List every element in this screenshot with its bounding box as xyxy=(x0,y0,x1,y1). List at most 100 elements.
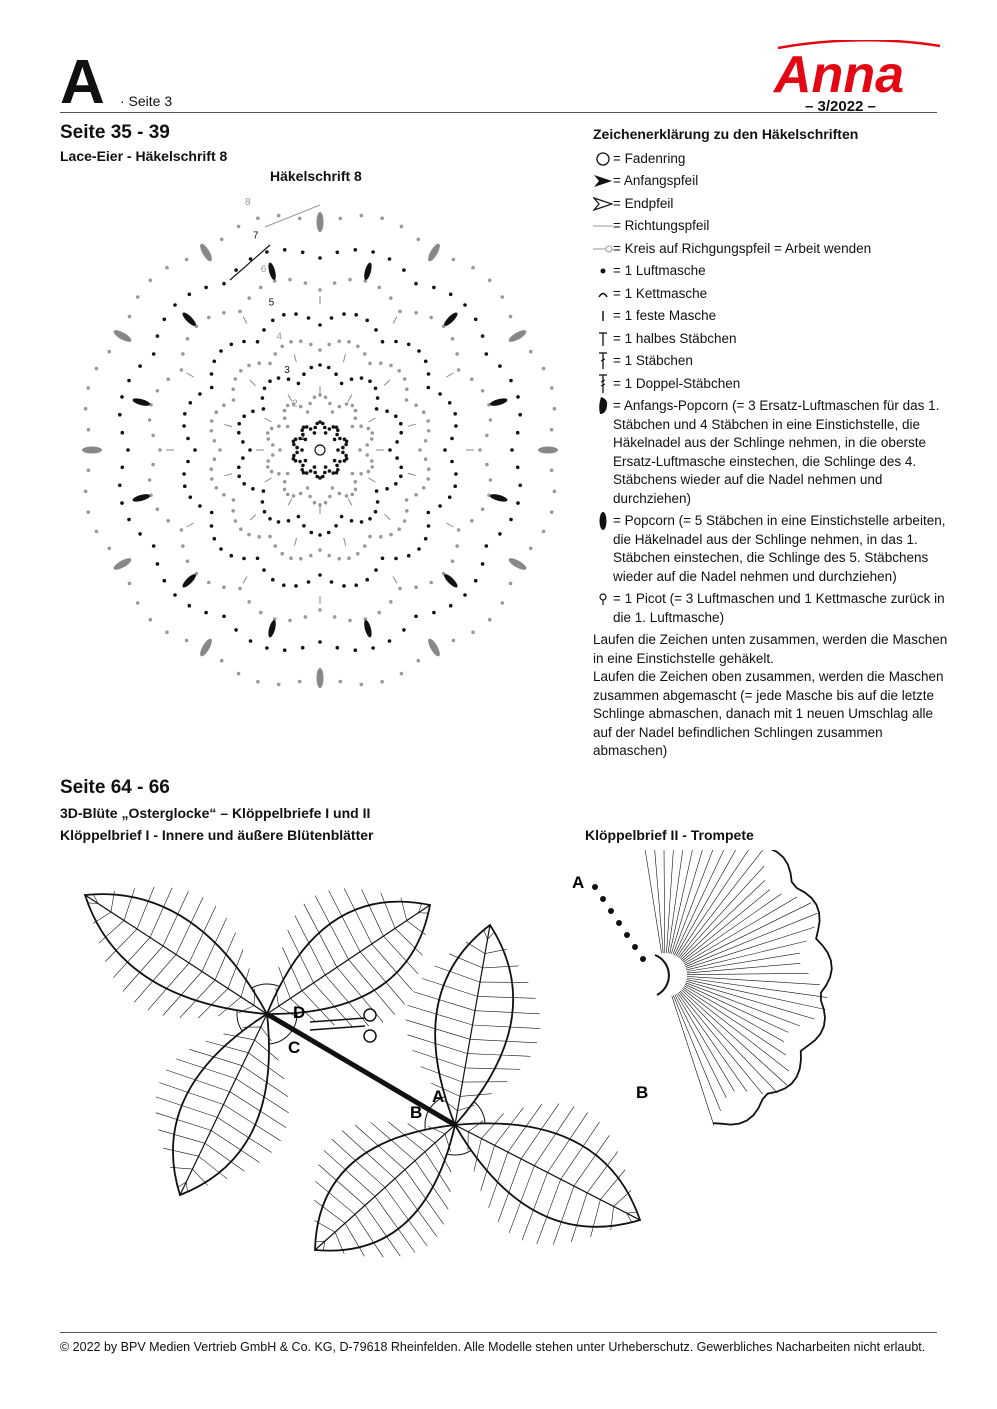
luftmasche-mark xyxy=(340,515,344,519)
luftmasche-mark xyxy=(309,427,313,431)
luftmasche-mark xyxy=(288,619,292,623)
luftmasche-mark xyxy=(324,431,328,435)
label-a: A xyxy=(432,1087,444,1106)
feste-masche-mark xyxy=(250,515,256,521)
luftmasche-mark xyxy=(318,348,322,352)
luftmasche-mark xyxy=(283,648,287,652)
luftmasche-mark xyxy=(337,557,341,561)
luftmasche-mark xyxy=(354,583,358,587)
luftmasche-mark xyxy=(363,352,367,356)
luftmasche-mark xyxy=(237,431,241,435)
luftmasche-mark xyxy=(550,469,554,473)
luftmasche-mark xyxy=(136,601,140,605)
luftmasche-mark xyxy=(295,446,299,450)
legend-item: = Kreis auf Richgungspfeil = Arbeit wend… xyxy=(593,240,953,259)
kreis-pfeil-icon xyxy=(593,240,613,258)
luftmasche-mark xyxy=(344,443,348,447)
luftmasche-mark xyxy=(327,554,331,558)
luftmasche-mark xyxy=(186,437,190,441)
luftmasche-mark xyxy=(259,286,263,290)
luftmasche-mark xyxy=(186,337,190,341)
luftmasche-mark xyxy=(407,554,411,558)
luftmasche-mark xyxy=(470,377,474,381)
luftmasche-mark xyxy=(295,451,299,455)
luftmasche-mark xyxy=(449,604,453,608)
luftmasche-mark xyxy=(266,431,270,435)
luftmasche-mark xyxy=(374,328,378,332)
luftmasche-mark xyxy=(542,367,546,371)
feste-masche-mark xyxy=(224,474,232,476)
luftmasche-mark xyxy=(121,466,125,470)
feste-masche-mark xyxy=(446,523,453,527)
luftmasche-mark xyxy=(332,471,336,475)
luftmasche-mark xyxy=(336,646,340,650)
luftmasche-mark xyxy=(222,311,226,315)
luftmasche-mark xyxy=(120,395,124,399)
luftmasche-mark xyxy=(238,310,242,314)
luftmasche-mark xyxy=(231,509,235,513)
luftmasche-mark xyxy=(273,544,277,548)
luftmasche-mark xyxy=(313,431,317,435)
luftmasche-mark xyxy=(156,389,160,393)
luftmasche-mark xyxy=(294,312,298,316)
luftmasche-mark xyxy=(313,471,317,475)
trumpet-pin-mark xyxy=(616,920,622,926)
luftmasche-mark xyxy=(237,672,241,676)
luftmasche-mark xyxy=(300,448,304,452)
luftmasche-mark xyxy=(342,584,346,588)
popcorn-mark xyxy=(363,262,373,281)
legend-item: = 1 feste Masche xyxy=(593,307,953,326)
luftmasche-mark xyxy=(120,501,124,505)
luftmasche-mark xyxy=(118,413,122,417)
luftmasche-mark xyxy=(324,396,328,400)
luftmasche-mark xyxy=(213,537,217,541)
luftmasche-mark xyxy=(84,490,88,494)
luftmasche-mark xyxy=(379,535,383,539)
feste-masche-mark xyxy=(408,473,416,475)
luftmasche-mark xyxy=(418,448,422,452)
luftmasche-mark xyxy=(340,382,344,386)
luftmasche-mark xyxy=(331,486,335,490)
luftmasche-mark xyxy=(210,467,214,471)
luftmasche-mark xyxy=(128,315,132,319)
luftmasche-mark xyxy=(313,465,317,469)
popcorn-mark xyxy=(489,397,508,407)
luftmasche-mark xyxy=(302,524,306,528)
luftmasche-mark xyxy=(332,425,336,429)
luftmasche-mark xyxy=(529,350,533,354)
luftmasche-mark xyxy=(262,328,266,332)
luftmasche-mark xyxy=(388,448,392,452)
copyright-footer: © 2022 by BPV Medien Vertrieb GmbH & Co.… xyxy=(60,1340,925,1354)
luftmasche-mark xyxy=(333,281,337,285)
luftmasche-mark xyxy=(318,363,322,367)
luftmasche-mark xyxy=(230,343,234,347)
luftmasche-mark xyxy=(268,362,272,366)
luftmasche-mark xyxy=(449,293,453,297)
luftmasche-mark xyxy=(330,316,334,320)
luftmasche-mark xyxy=(389,296,393,300)
luftmasche-mark xyxy=(351,472,355,476)
luftmasche-mark xyxy=(310,531,314,535)
luftmasche-mark xyxy=(414,311,418,315)
luftmasche-mark xyxy=(399,475,403,479)
luftmasche-mark xyxy=(424,457,428,461)
luftmasche-mark xyxy=(414,493,418,497)
legend-item: = Richtungspfeil xyxy=(593,217,953,236)
anna-logo: Anna xyxy=(772,40,942,100)
label-d: D xyxy=(293,1003,305,1022)
luftmasche-mark xyxy=(242,414,246,418)
luftmasche-mark xyxy=(257,535,261,539)
luftmasche-mark xyxy=(398,587,402,591)
luftmasche-mark xyxy=(370,437,374,441)
luftmasche-mark xyxy=(354,416,358,420)
luftmasche-mark xyxy=(280,552,284,556)
luftmasche-mark xyxy=(256,557,260,561)
luftmasche-mark xyxy=(237,225,241,229)
legend-item-text: = 1 Luftmasche xyxy=(613,262,953,281)
luftmasche-mark xyxy=(363,544,367,548)
doppel-staebchen-icon xyxy=(593,375,613,393)
luftmasche-mark xyxy=(283,480,287,484)
luftmasche-mark xyxy=(286,425,290,429)
luftmasche-mark xyxy=(335,433,339,437)
popcorn-icon xyxy=(593,512,613,530)
